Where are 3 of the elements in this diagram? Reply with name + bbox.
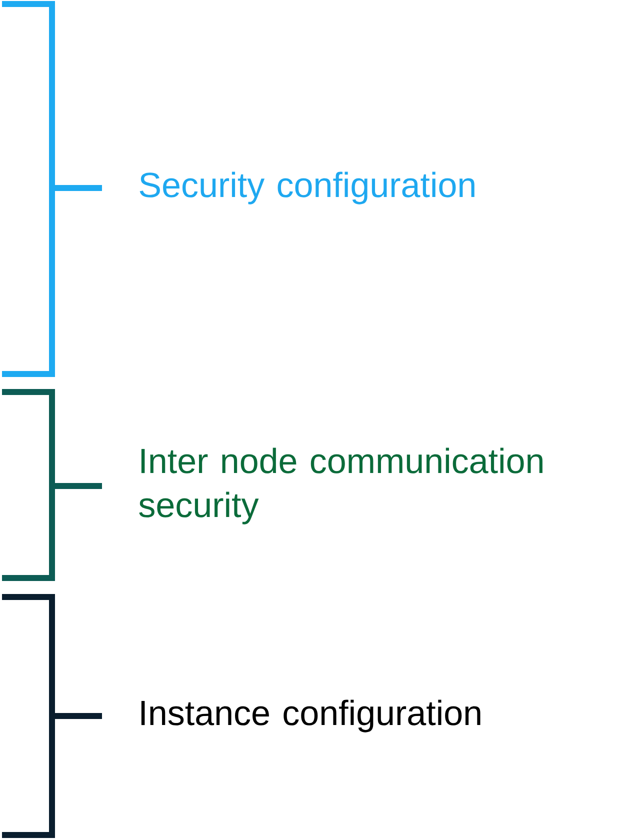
- section-label: Security configuration: [140, 172, 474, 204]
- section-label: Inter node communication security: [139, 448, 542, 524]
- section-label: Instance configuration: [141, 700, 480, 732]
